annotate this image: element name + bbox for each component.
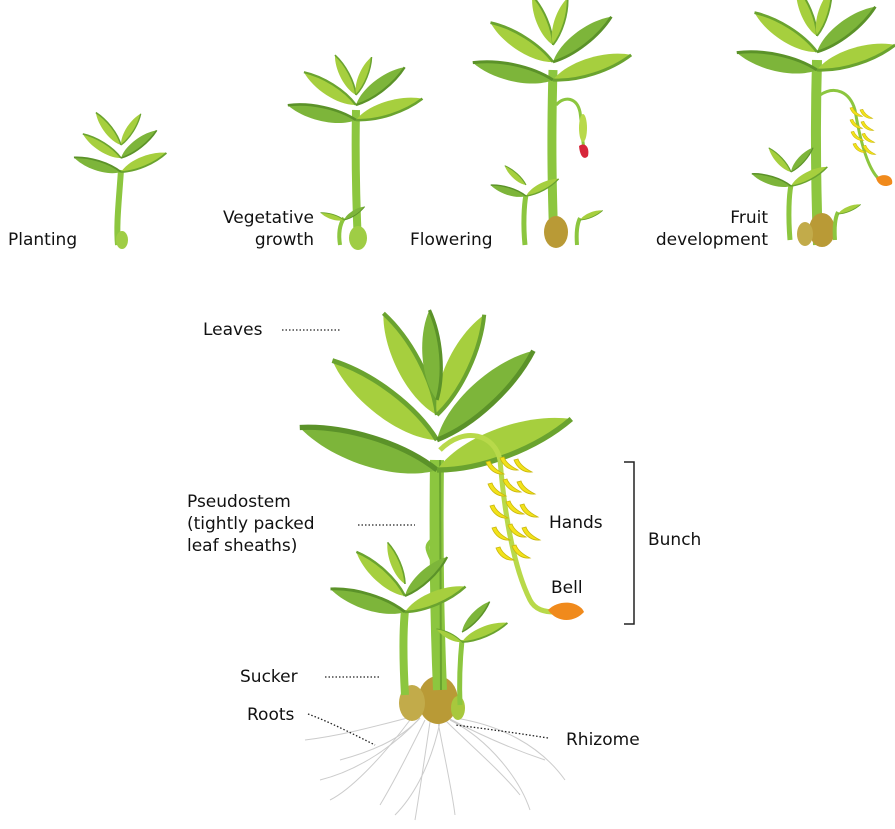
plant-flowering (471, 0, 634, 248)
label-fruit-development: Fruit development (630, 207, 768, 251)
label-hands: Hands (549, 512, 603, 534)
main-banana-plant (295, 308, 584, 820)
label-pseudostem: Pseudostem (tightly packed leaf sheaths) (187, 491, 314, 557)
bell-drawing (548, 603, 584, 620)
label-rhizome: Rhizome (566, 729, 640, 751)
label-bell: Bell (551, 577, 583, 599)
label-flowering: Flowering (410, 229, 493, 251)
label-vegetative-growth: Vegetative growth (196, 207, 314, 251)
plant-planting (72, 110, 168, 249)
label-pseudostem-line-2: (tightly packed (187, 513, 314, 535)
bunch-bracket (624, 462, 634, 624)
label-pseudostem-line-1: Pseudostem (187, 491, 314, 513)
label-planting: Planting (8, 229, 77, 251)
label-vegetative-line-2: growth (196, 229, 314, 251)
label-fruit-line-1: Fruit (630, 207, 768, 229)
label-bunch: Bunch (648, 529, 701, 551)
label-vegetative-line-1: Vegetative (196, 207, 314, 229)
label-leaves: Leaves (203, 319, 262, 341)
label-fruit-line-2: development (630, 229, 768, 251)
roots-drawing (305, 716, 565, 820)
label-sucker: Sucker (240, 666, 298, 688)
label-roots: Roots (247, 704, 294, 726)
label-pseudostem-line-3: leaf sheaths) (187, 535, 314, 557)
